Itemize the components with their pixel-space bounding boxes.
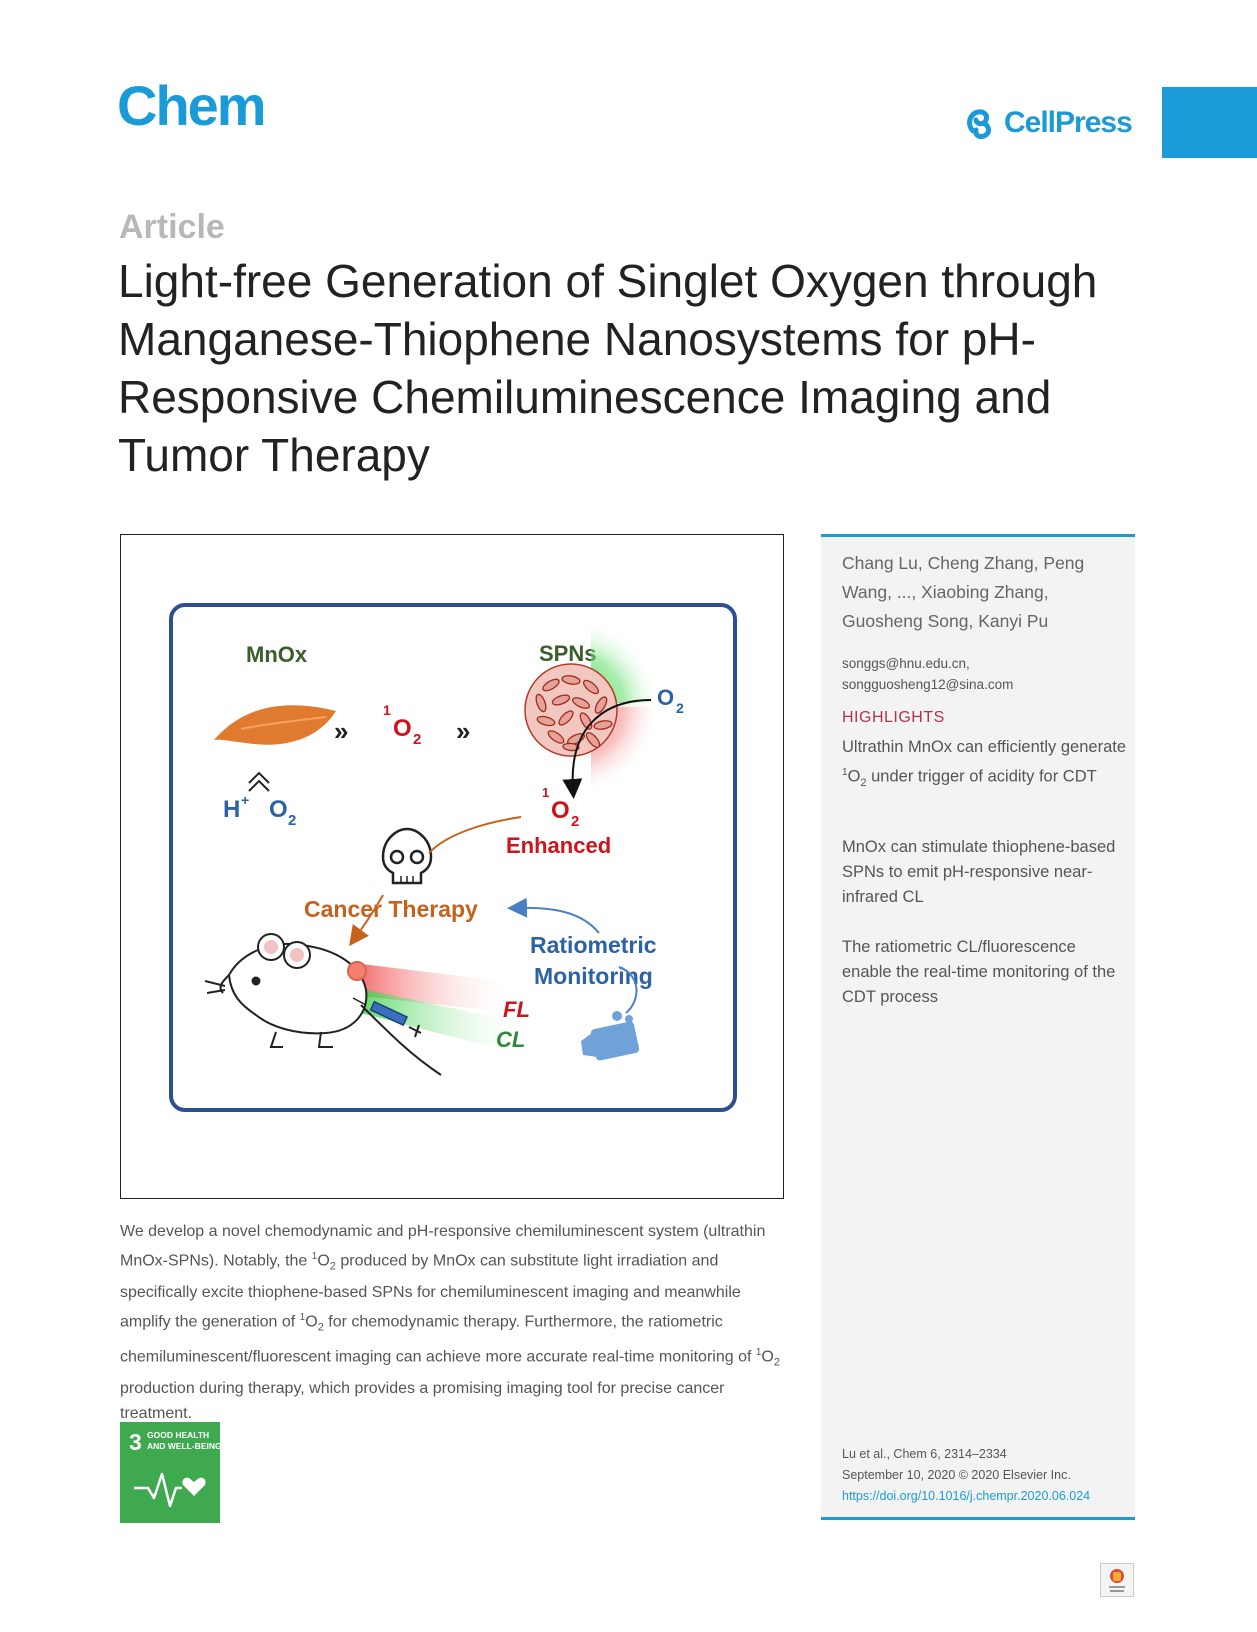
enhanced-o: O	[551, 797, 570, 824]
mnox-label: MnOx	[246, 642, 308, 667]
enhanced-sup: 1	[542, 785, 549, 800]
h-o2-sub: 2	[288, 812, 296, 829]
graphical-abstract-summary: We develop a novel chemodynamic and pH-r…	[120, 1223, 780, 1422]
cl-label: CL	[496, 1027, 525, 1052]
highlight-item: Ultrathin MnOx can efficiently generate …	[842, 738, 1127, 789]
citation-block: Lu et al., Chem 6, 2314–2334 September 1…	[842, 1444, 1090, 1507]
spns-label: SPNs	[539, 641, 596, 666]
highlights-heading: HIGHLIGHTS	[842, 709, 945, 726]
graphical-abstract: MnOx » » 1 O 2 H + O 2 SPNs	[120, 534, 784, 1199]
spn-o2-sub: 2	[676, 700, 684, 716]
corresponding-emails: songgs@hnu.edu.cn, songguosheng12@sina.c…	[842, 653, 1013, 695]
mouse-illustration	[204, 933, 442, 1076]
camera-icon	[581, 1011, 640, 1061]
check-for-updates-icon[interactable]	[1100, 1563, 1134, 1597]
publisher-name: CellPress	[1004, 106, 1133, 139]
sdg-number: 3	[129, 1429, 142, 1455]
sdg-line2: AND WELL-BEING	[147, 1441, 220, 1451]
spn-o2-o: O	[657, 685, 674, 710]
heartbeat-icon	[134, 1472, 206, 1508]
citation-date: September 10, 2020 © 2020 Elsevier Inc.	[842, 1468, 1071, 1482]
ratiometric-label: Ratiometric	[530, 932, 657, 958]
email-link[interactable]: songgs@hnu.edu.cn,	[842, 656, 970, 671]
cancer-therapy-label: Cancer Therapy	[304, 896, 478, 922]
author-list: Chang Lu, Cheng Zhang, Peng Wang, ..., X…	[842, 553, 1085, 631]
email-link[interactable]: songguosheng12@sina.com	[842, 677, 1014, 692]
arrow-right-icon: »	[334, 716, 348, 746]
cellpress-leaf-icon	[967, 109, 991, 140]
fl-label: FL	[503, 997, 530, 1022]
skull-icon	[381, 827, 433, 885]
singlet-o: O	[393, 715, 412, 742]
mnox-nanosheet	[214, 705, 336, 745]
article-type: Article	[119, 208, 225, 246]
doi-link[interactable]: https://doi.org/10.1016/j.chempr.2020.06…	[842, 1489, 1091, 1503]
citation-line: Lu et al., Chem 6, 2314–2334	[842, 1447, 1007, 1461]
corner-tab	[1162, 87, 1257, 158]
figure-frame	[169, 603, 737, 1112]
arrow-right-icon: »	[456, 716, 470, 746]
sdg-badge: 3 GOOD HEALTH AND WELL-BEING	[120, 1422, 222, 1523]
sdg-line1: GOOD HEALTH	[147, 1430, 209, 1440]
singlet-sup: 1	[383, 702, 391, 718]
enhanced-sub: 2	[571, 813, 579, 830]
publisher-logo: CellPress	[964, 103, 1133, 143]
h-o2-o: O	[269, 796, 288, 823]
highlight-item: MnOx can stimulate thiophene-based SPNs …	[842, 838, 1116, 906]
article-title: Light-free Generation of Singlet Oxygen …	[118, 255, 1098, 481]
spn-nanoparticle	[524, 663, 618, 757]
h-plus-sup: +	[241, 792, 249, 808]
highlight-item: The ratiometric CL/fluorescence enable t…	[842, 938, 1116, 1006]
journal-logo: Chem	[117, 74, 267, 137]
article-sidebar: Chang Lu, Cheng Zhang, Peng Wang, ..., X…	[821, 534, 1135, 1520]
enhanced-label: Enhanced	[506, 833, 611, 858]
syringe-icon	[352, 997, 422, 1038]
h-plus-h: H	[223, 796, 240, 823]
singlet-sub: 2	[413, 731, 421, 748]
